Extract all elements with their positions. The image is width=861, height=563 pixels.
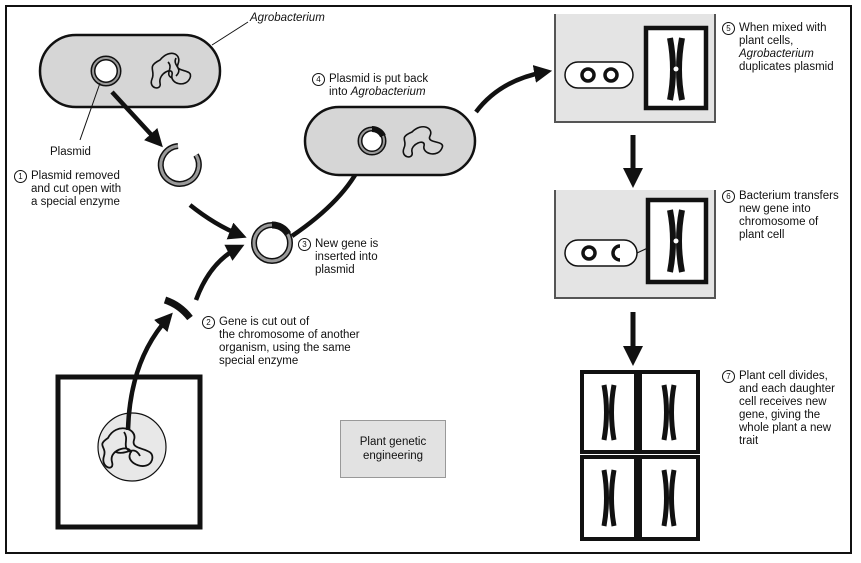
gene-fragment [163, 296, 193, 321]
step4-line2-prefix: into [329, 86, 351, 98]
step2-line1: Gene is cut out of [219, 316, 310, 328]
step6-line1: Bacterium transfers [739, 190, 839, 202]
plasmid-leader [79, 82, 101, 141]
step4-number: 4 [312, 73, 325, 86]
step7-line5: whole plant a new [739, 422, 832, 434]
panel-mixed-plant-cells [554, 14, 716, 123]
label-plasmid: Plasmid [50, 146, 91, 158]
step5-line4: duplicates plasmid [739, 61, 834, 73]
step3-label: 3 New gene is inserted into plasmid [298, 238, 378, 277]
step6-line2: new gene into [739, 203, 811, 215]
agrobacterium-recombinant [303, 105, 477, 177]
step3-number: 3 [298, 238, 311, 251]
step4-label: 4 Plasmid is put back into Agrobacterium [312, 73, 428, 99]
arrow-donor-to-gene [125, 312, 173, 431]
step4-line1: Plasmid is put back [329, 73, 429, 85]
step6-number: 6 [722, 190, 735, 203]
step3-line3: plasmid [315, 264, 355, 276]
arrow-to-plant-cells [474, 65, 553, 114]
step3-line1: New gene is [315, 238, 379, 250]
step5-line1: When mixed with [739, 22, 827, 34]
recombinant-plasmid [251, 221, 293, 264]
title-line1: Plant genetic [359, 436, 427, 448]
step2-number: 2 [202, 316, 215, 329]
step2-line2: the chromosome of another [219, 329, 360, 341]
label-agrobacterium: Agrobacterium [250, 12, 325, 24]
step7-label: 7 Plant cell divides, and each daughter c… [722, 370, 835, 448]
donor-cell [55, 374, 203, 530]
step1-number: 1 [14, 170, 27, 183]
agrobacterium-cell [38, 33, 222, 109]
step7-line1: Plant cell divides, [739, 370, 828, 382]
step5-line2: plant cells, [739, 35, 794, 47]
step1-line1: Plasmid removed [31, 170, 120, 182]
arrow-gene-to-recombinant [193, 244, 245, 301]
step7-number: 7 [722, 370, 735, 383]
title-line2: engineering [362, 450, 424, 462]
step2-line4: special enzyme [219, 355, 299, 367]
daughter-cells [580, 370, 700, 541]
arrow-plasmid-to-cut [110, 90, 163, 148]
step1-line3: a special enzyme [31, 196, 120, 208]
step5-line3: Agrobacterium [739, 48, 814, 60]
step4-line2-italic: Agrobacterium [350, 86, 426, 98]
step3-line2: inserted into [315, 251, 378, 263]
step6-line4: plant cell [739, 229, 785, 241]
arrow-cut-to-recombinant [188, 203, 247, 240]
step1-line2: and cut open with [31, 183, 122, 195]
step5-label: 5 When mixed with plant cells, Agrobacter… [722, 22, 834, 74]
agrobacterium-leader [211, 21, 249, 46]
step7-line6: trait [739, 435, 759, 447]
step6-label: 6 Bacterium transfers new gene into chrom… [722, 190, 839, 242]
step6-line3: chromosome of [739, 216, 819, 228]
step2-line3: organism, using the same [219, 342, 351, 354]
step5-number: 5 [722, 22, 735, 35]
panel-gene-transfer [554, 190, 716, 299]
step7-line3: cell receives new [739, 396, 827, 408]
step2-label: 2 Gene is cut out of the chromosome of an… [202, 316, 360, 368]
step7-line4: gene, giving the [739, 409, 821, 421]
diagram-title-box: Plant genetic engineering [340, 420, 446, 478]
step7-line2: and each daughter [739, 383, 835, 395]
step1-label: 1 Plasmid removed and cut open with a spe… [14, 170, 121, 209]
